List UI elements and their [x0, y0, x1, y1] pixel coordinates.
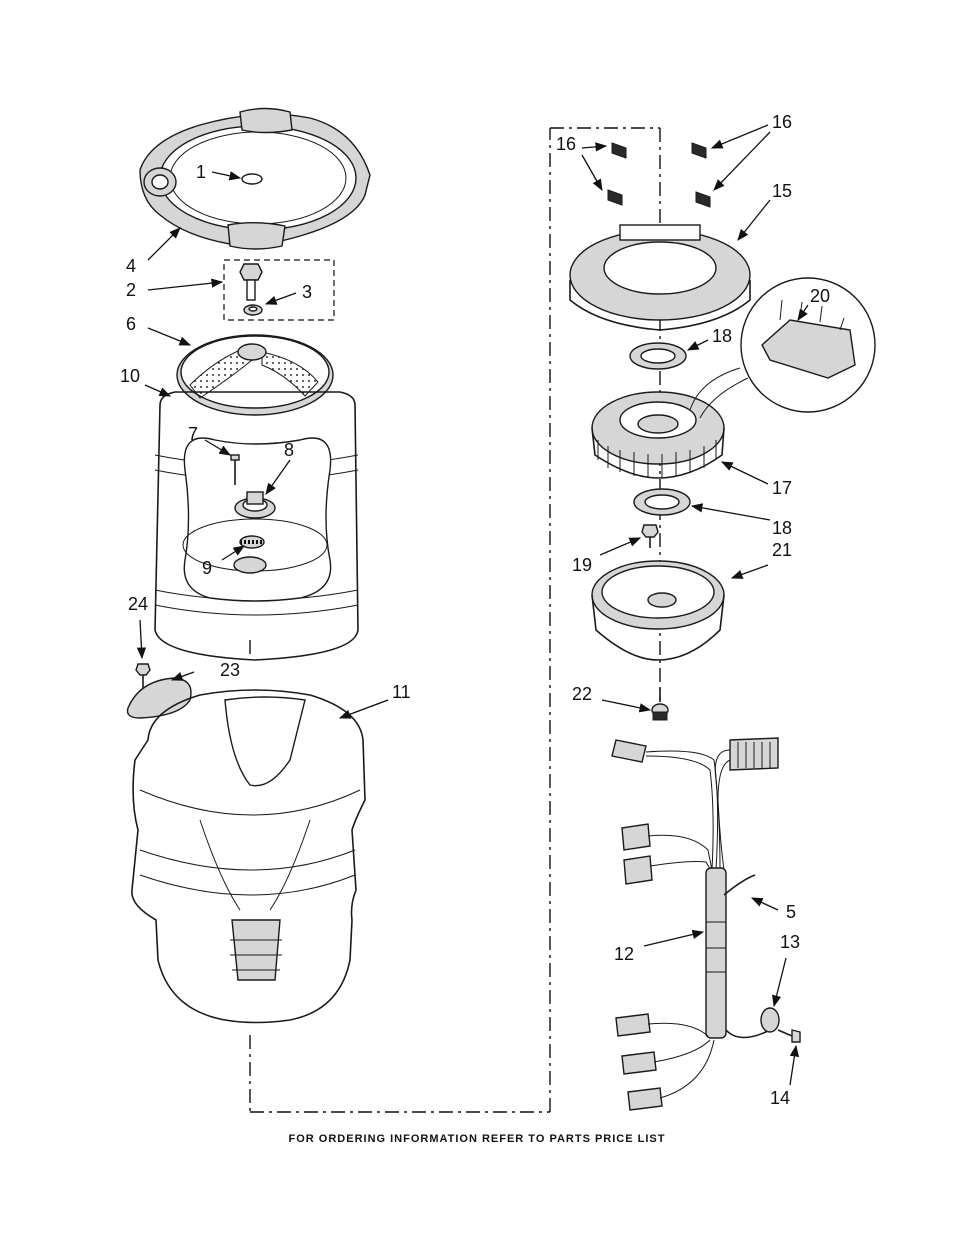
rotor-part	[592, 561, 724, 660]
tub-ring-part	[140, 109, 370, 250]
stator-part	[592, 392, 724, 478]
callout-16-right: 16	[772, 112, 792, 132]
clamp-part	[761, 1008, 779, 1032]
wire-harness-part	[612, 738, 778, 1110]
rotor-cover-part	[570, 225, 750, 330]
callout-6: 6	[126, 314, 136, 334]
callout-5: 5	[786, 902, 796, 922]
callout-12: 12	[614, 944, 634, 964]
callout-13: 13	[780, 932, 800, 952]
impeller-part	[177, 335, 333, 415]
callout-17: 17	[772, 478, 792, 498]
bolt-part-19	[642, 525, 658, 548]
callout-4: 4	[126, 256, 136, 276]
nut-bolt-part	[240, 264, 262, 300]
spacer-parts-16	[608, 143, 710, 207]
fastener-group-box	[224, 260, 334, 320]
callout-19: 19	[572, 555, 592, 575]
callout-2: 2	[126, 280, 136, 300]
callout-24: 24	[128, 594, 148, 614]
callout-9: 9	[202, 558, 212, 578]
outer-tub-part	[132, 690, 365, 1023]
cover-part-23	[128, 678, 192, 718]
callout-20: 20	[810, 286, 830, 306]
callout-18-upper: 18	[712, 326, 732, 346]
callout-16-left: 16	[556, 134, 576, 154]
callout-23: 23	[220, 660, 240, 680]
callout-1: 1	[196, 162, 206, 182]
washer-part	[244, 305, 262, 315]
basket-part	[155, 392, 358, 660]
insulator-part-lower	[634, 489, 690, 515]
callout-11: 11	[392, 682, 411, 702]
insulator-part-upper	[630, 343, 686, 369]
callout-14: 14	[770, 1088, 790, 1108]
callout-21: 21	[772, 540, 792, 560]
callout-10: 10	[120, 366, 140, 386]
callout-7: 7	[188, 424, 198, 444]
callout-15: 15	[772, 181, 792, 201]
bolt-part-22	[652, 688, 668, 720]
callout-8: 8	[284, 440, 294, 460]
callout-18-lower: 18	[772, 518, 792, 538]
ordering-info-footer: FOR ORDERING INFORMATION REFER TO PARTS …	[0, 1133, 954, 1145]
screw-part-14	[778, 1030, 800, 1042]
callout-3: 3	[302, 282, 312, 302]
callout-22: 22	[572, 684, 592, 704]
